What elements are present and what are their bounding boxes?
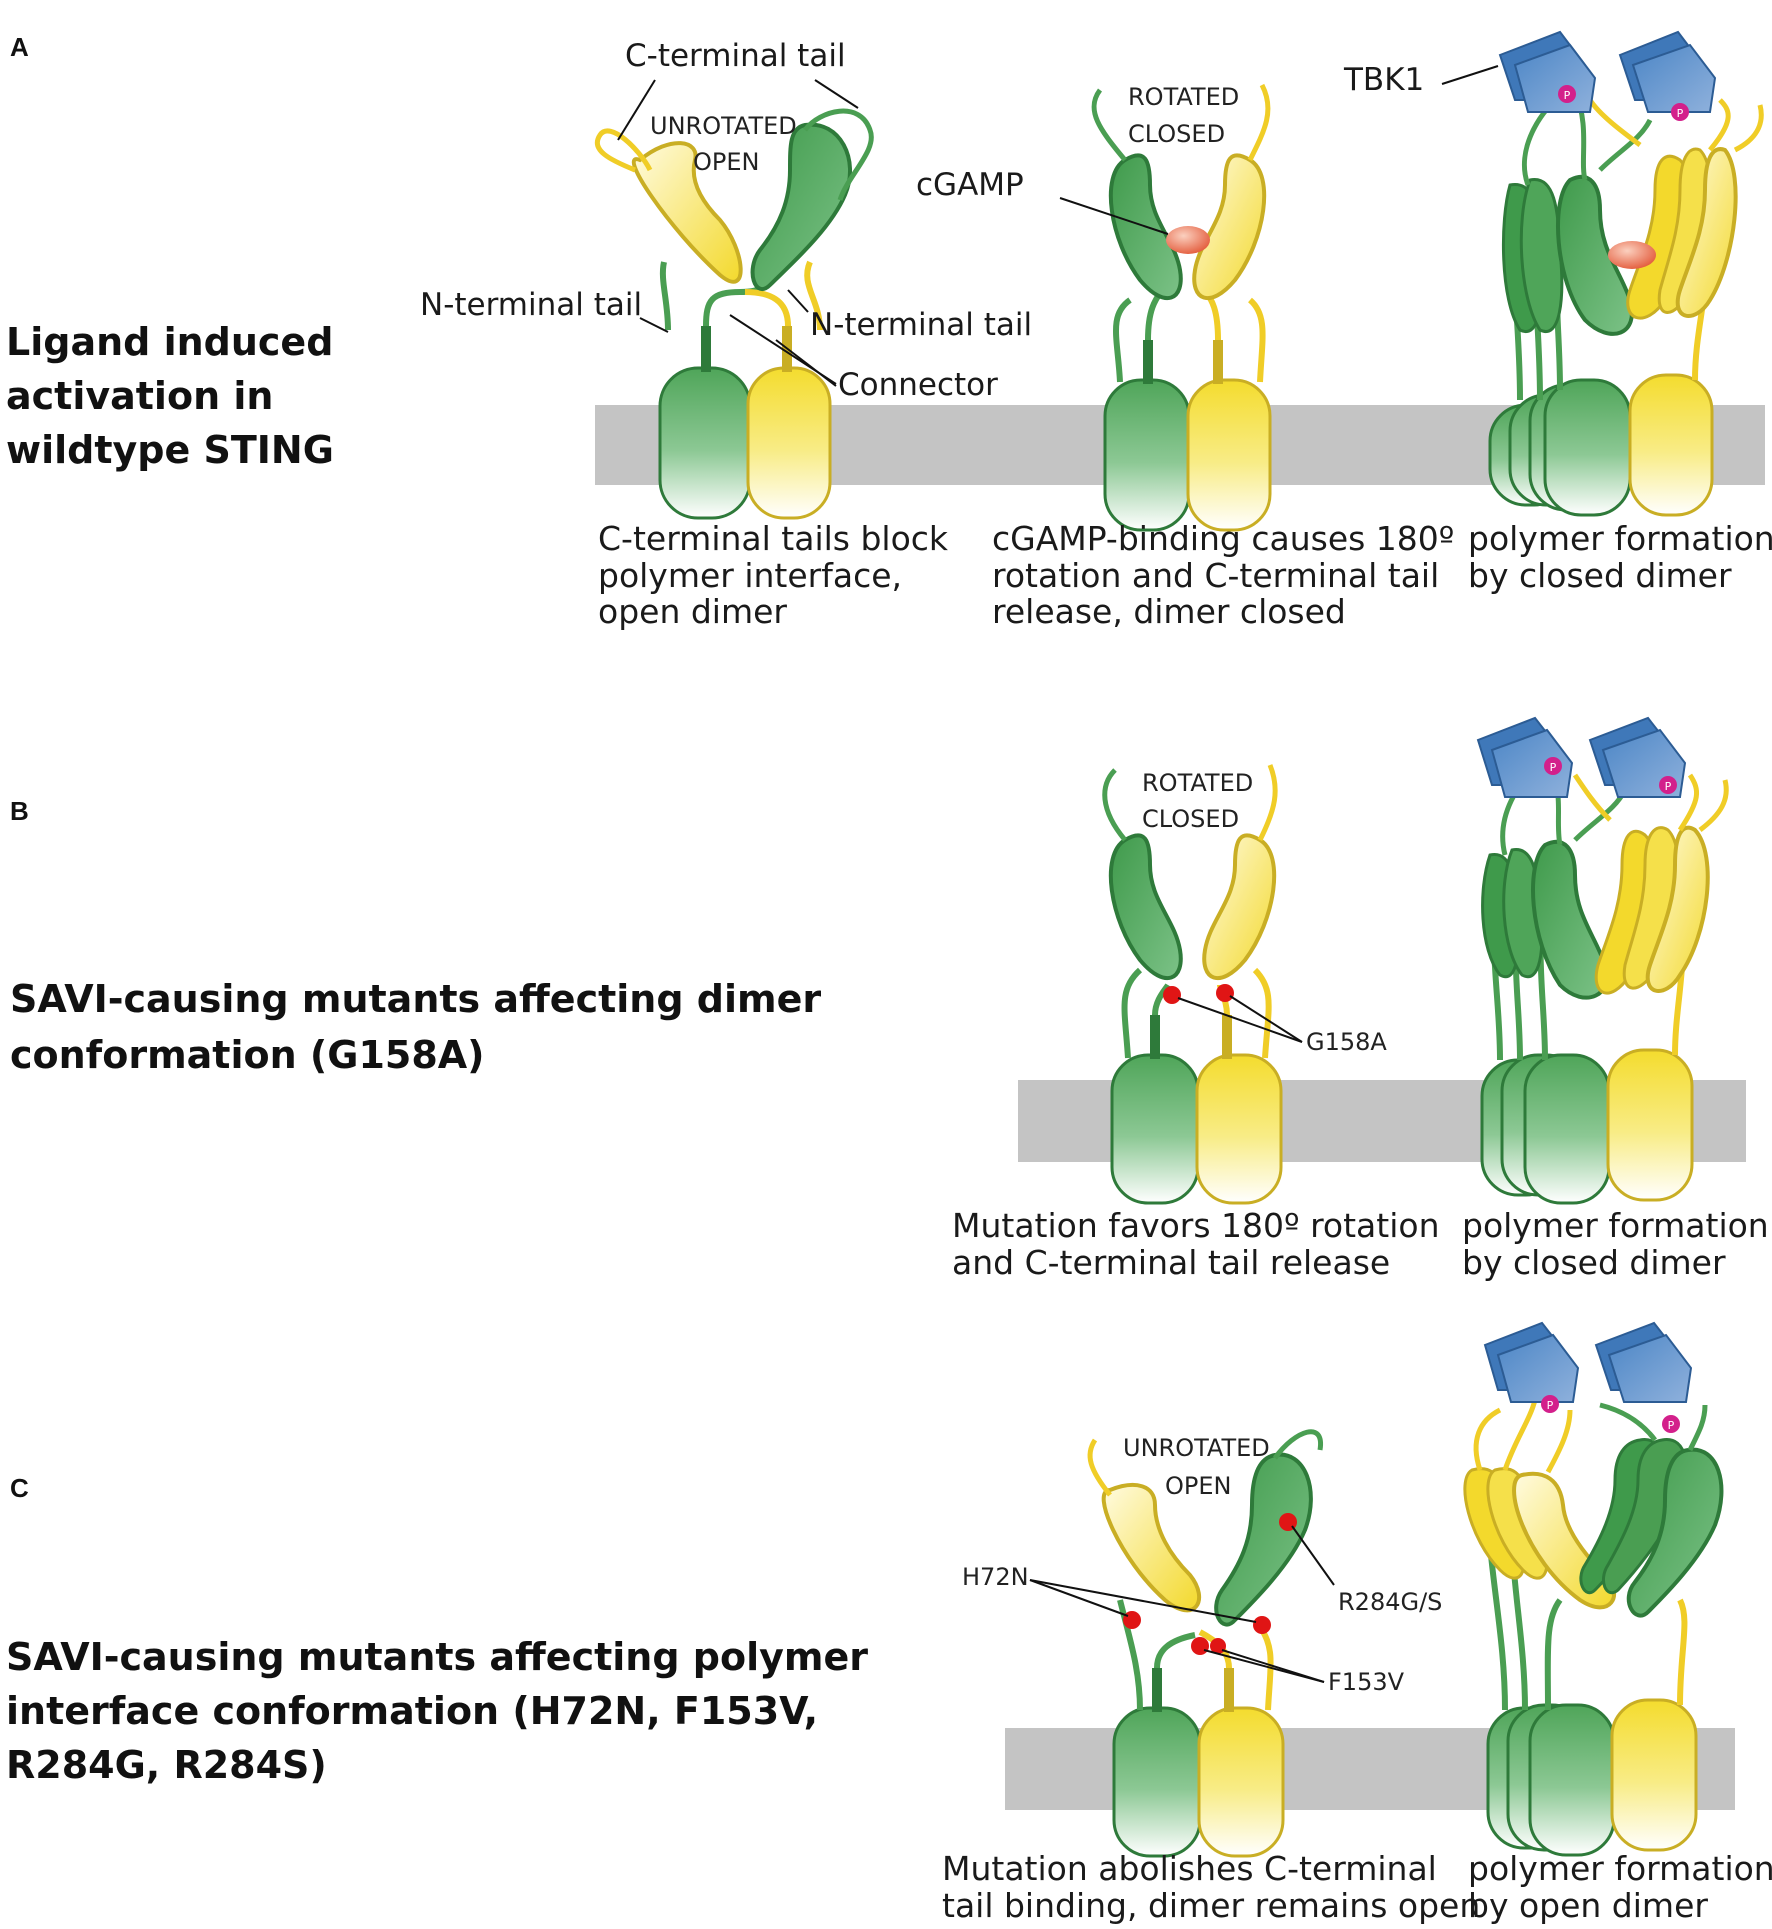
svg-text:P: P [1547, 1399, 1554, 1412]
panel-letter: C [10, 1473, 29, 1503]
yellow-tm-domain [1628, 373, 1714, 517]
panel-letter: B [10, 796, 29, 826]
yellow-tm-domain [1195, 1053, 1283, 1205]
open-dimer-mutant: UNROTATED OPEN H72N R284G/S F153V [962, 1429, 1442, 1858]
cgamp-label: cGAMP [916, 167, 1024, 203]
caption-polymer: polymer formation by closed dimer [1462, 1206, 1772, 1282]
caption-polymer: polymer formation by closed dimer [1468, 519, 1772, 595]
tbk1-left: P [1483, 1321, 1580, 1413]
tbk1-left: P [1498, 30, 1597, 113]
connector-label: Connector [838, 367, 998, 403]
green-tm-domain [1103, 378, 1191, 532]
green-tm-domain [1110, 1053, 1200, 1205]
phospho-icon [1671, 103, 1689, 121]
tbk1-right: P [1618, 30, 1717, 121]
green-ligand-binding-domain [1214, 1452, 1313, 1627]
svg-text:P: P [1668, 1419, 1675, 1432]
green-tm-domain [1528, 1703, 1616, 1857]
panel-heading: SAVI-causing mutants affecting dimer con… [10, 977, 834, 1077]
caption-polymer: polymer formation by open dimer [1468, 1849, 1772, 1925]
panel-a: A Ligand induced activation in wildtype … [6, 30, 1772, 631]
tbk1-icon [1496, 1333, 1580, 1403]
yellow-c-tail [595, 128, 653, 173]
yellow-tm-domain [1197, 1706, 1285, 1858]
closed-dimer-cgamp: ROTATED CLOSED cGAMP [916, 83, 1272, 532]
green-ligand-binding-domain [1108, 833, 1183, 981]
phospho-icon [1541, 1395, 1559, 1413]
phospho-icon [1662, 1415, 1680, 1433]
phospho-icon [1558, 85, 1576, 103]
caption-mutation: Mutation favors 180º rotation and C-term… [952, 1206, 1450, 1282]
svg-text:P: P [1550, 761, 1557, 774]
phospho-icon [1544, 757, 1562, 775]
yellow-tm-domain [1186, 378, 1272, 532]
panel-c: C SAVI-causing mutants affecting polymer… [6, 1321, 1772, 1925]
n-terminal-tail-label-right: N-terminal tail [810, 307, 1032, 343]
svg-text:P: P [1665, 780, 1672, 793]
yellow-ligand-binding-domain [1192, 153, 1267, 301]
polymer-closed-dimer-a: P P TBK1 [1343, 30, 1764, 517]
mutation-site-icon [1163, 986, 1181, 1004]
tbk1-right: P [1594, 1321, 1693, 1433]
dimer-state-label: UNROTATED OPEN [1123, 1434, 1277, 1500]
green-tm-domain [1112, 1706, 1202, 1858]
green-c-tail [803, 108, 874, 201]
polymer-closed-dimer-b: P P [1476, 716, 1729, 1205]
cgamp-ligand [1608, 241, 1656, 269]
green-tm-domain [658, 366, 752, 520]
mutation-site-icon [1191, 1637, 1209, 1655]
mutation-label-g158a: G158A [1306, 1028, 1387, 1056]
tbk1-icon [1490, 728, 1574, 798]
yellow-ligand-binding-domain [1202, 833, 1277, 981]
c-terminal-tail-label: C-terminal tail [625, 38, 846, 74]
phospho-icon [1659, 776, 1677, 794]
green-ligand-binding-domain [750, 122, 852, 291]
green-tm-domain [1543, 378, 1632, 517]
n-terminal-tail-label-left: N-terminal tail [420, 287, 642, 323]
green-ligand-binding-domain [1626, 1447, 1724, 1618]
green-tm-domain [1523, 1053, 1611, 1205]
tbk1-icon [1631, 43, 1717, 113]
mutation-site-icon [1253, 1616, 1271, 1634]
svg-text:P: P [1677, 107, 1684, 120]
mutation-label-h72n: H72N [962, 1563, 1029, 1591]
caption-open-dimer: C-terminal tails block polymer interface… [598, 519, 959, 631]
panel-heading: SAVI-causing mutants affecting polymer i… [6, 1635, 881, 1787]
panel-b: B SAVI-causing mutants affecting dimer c… [10, 716, 1772, 1282]
closed-dimer-g158a: ROTATED CLOSED G158A [1102, 764, 1387, 1205]
dimer-state-label: ROTATED CLOSED [1142, 769, 1261, 833]
open-dimer: UNROTATED OPEN C-terminal tail N-termina… [420, 38, 1032, 520]
tbk1-right: P [1588, 716, 1687, 798]
yellow-ligand-binding-domain [1101, 1483, 1201, 1613]
yellow-ligand-binding-domain [631, 141, 743, 284]
mutation-label-f153v: F153V [1328, 1668, 1405, 1696]
panel-letter: A [10, 32, 29, 62]
cgamp-ligand [1166, 226, 1210, 254]
yellow-tm-domain [1606, 1048, 1694, 1202]
caption-closed-dimer: cGAMP-binding causes 180º rotation and C… [992, 519, 1465, 631]
dimer-state-label: UNROTATED OPEN [650, 112, 804, 176]
panel-heading: Ligand induced activation in wildtype ST… [6, 320, 347, 472]
svg-text:P: P [1564, 89, 1571, 102]
tbk1-label: TBK1 [1343, 62, 1424, 98]
mutation-site-icon [1123, 1611, 1141, 1629]
yellow-ligand-binding-domain [1645, 825, 1710, 993]
caption-mutation: Mutation abolishes C-terminal tail bindi… [942, 1849, 1480, 1925]
yellow-tm-domain [746, 366, 832, 520]
yellow-tm-domain [1610, 1698, 1698, 1852]
polymer-open-dimer-c: P P [1463, 1321, 1724, 1857]
dimer-state-label: ROTATED CLOSED [1128, 83, 1247, 148]
mutation-label-r284: R284G/S [1338, 1588, 1442, 1616]
yellow-ligand-binding-domain [1675, 147, 1738, 318]
tbk1-icon [1607, 1333, 1693, 1403]
mutation-site-icon [1216, 984, 1234, 1002]
tbk1-left: P [1476, 716, 1574, 798]
